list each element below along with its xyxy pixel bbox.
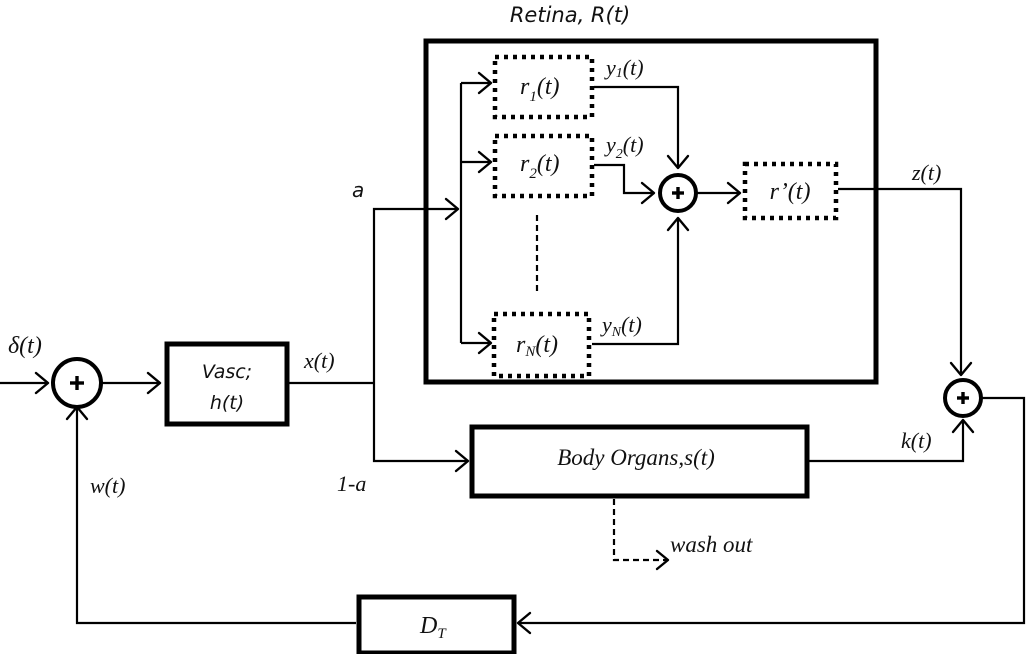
summing-junction-output [943, 378, 983, 418]
branch-one-minus-a-wire [372, 383, 468, 463]
delay-label: DT [419, 613, 447, 642]
vasc-input-arrowhead-icon [146, 371, 162, 395]
vasc-block-line2: h(t) [210, 392, 244, 414]
input-delta-label: δ(t) [8, 333, 42, 359]
r1-block-rect [492, 54, 595, 120]
retina-title: Retina, R(t) [510, 3, 630, 27]
r1-label: r1(t) [520, 74, 560, 105]
z-arrowhead-icon [949, 361, 973, 377]
r-prime-block-rect [742, 161, 839, 221]
r-prime-block[interactable]: r’(t) [742, 161, 839, 221]
r2-block[interactable]: r2(t) [492, 133, 595, 199]
y1-wire [594, 85, 680, 168]
k-arrowhead-icon [951, 418, 975, 434]
y2-arrowhead-icon [640, 181, 656, 205]
branch-one-minus-a-arrowhead-icon [454, 449, 470, 473]
w-wire [75, 407, 356, 625]
r1-input-arrowhead-icon [477, 71, 493, 95]
y1-label: y1(t) [604, 55, 644, 81]
yn-wire [592, 218, 680, 346]
branch-a-wire [372, 207, 458, 383]
rn-block-rect [491, 311, 592, 379]
body-organs-block[interactable]: Body Organs,s(t) [469, 424, 810, 499]
delay-input-arrowhead-icon [516, 611, 532, 635]
w-arrowhead-icon [65, 405, 89, 421]
one-minus-a-label: 1-a [337, 471, 366, 496]
y2-wire [594, 163, 654, 195]
x-label: x(t) [303, 348, 335, 373]
rn-input-arrowhead-icon [477, 331, 493, 355]
input-arrowhead-icon [34, 371, 50, 395]
yn-arrowhead-icon [666, 216, 690, 232]
wash-out-dashed-wire [612, 499, 668, 562]
z-label: z(t) [911, 160, 941, 185]
rprime-input-arrowhead-icon [726, 181, 742, 205]
a-label: a [352, 178, 364, 202]
k-label: k(t) [901, 428, 932, 453]
rn-block[interactable]: rN(t) [491, 311, 592, 379]
wash-out-label: wash out [670, 532, 753, 557]
summing-junction-input [51, 357, 103, 409]
retina-boundary [423, 38, 879, 385]
r2-input-arrowhead-icon [477, 150, 493, 174]
r2-label: r2(t) [520, 151, 560, 182]
r2-block-rect [492, 133, 595, 199]
body-organs-label: Body Organs,s(t) [557, 445, 715, 470]
vasc-block-line1: Vasc; [202, 361, 252, 383]
k-wire [809, 420, 965, 463]
delay-block-rect [356, 594, 517, 654]
body-organs-block-rect [469, 424, 810, 499]
vasc-block-rect [164, 341, 290, 427]
r-prime-label: r’(t) [770, 179, 811, 205]
feedback-return-wire [518, 396, 1026, 625]
delay-block[interactable]: DT [356, 594, 517, 654]
y1-arrowhead-icon [666, 154, 690, 170]
z-wire [838, 187, 963, 375]
branch-a-arrowhead-icon [444, 197, 460, 221]
y2-label: y2(t) [604, 132, 644, 162]
r1-block[interactable]: r1(t) [492, 54, 595, 120]
summing-junction-retina [658, 173, 698, 213]
w-label: w(t) [90, 473, 125, 498]
wash-out-arrowhead-icon [655, 549, 670, 571]
yn-label: yN(t) [600, 312, 642, 340]
vasc-block[interactable]: Vasc; h(t) [164, 341, 290, 427]
rn-label: rN(t) [516, 332, 558, 360]
